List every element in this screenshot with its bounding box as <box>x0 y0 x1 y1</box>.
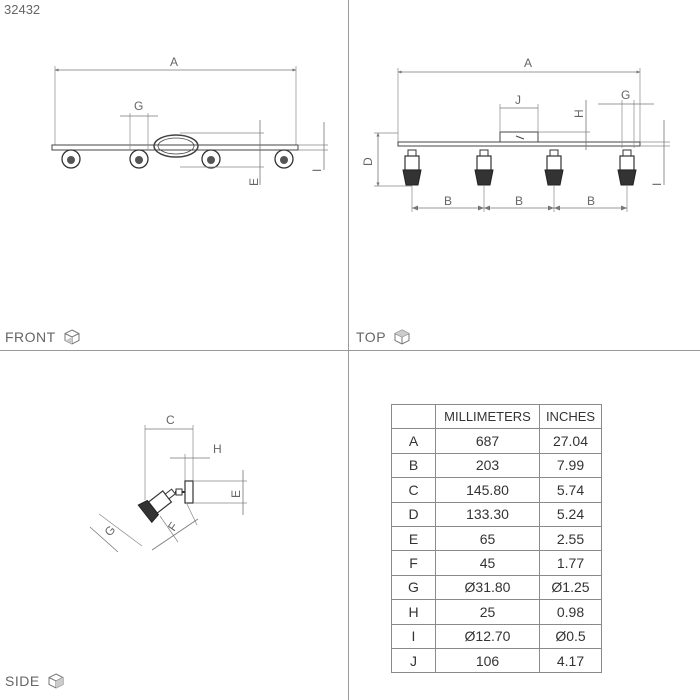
row-mm: 65 <box>435 525 540 552</box>
front-spot-4 <box>274 149 294 169</box>
row-mm: 203 <box>435 452 540 479</box>
row-letter: C <box>391 477 436 503</box>
row-mm: 687 <box>435 428 540 454</box>
row-in: 5.74 <box>539 477 602 503</box>
table-header-inches: INCHES <box>539 403 602 430</box>
row-mm: 25 <box>435 599 540 625</box>
top-spot-3 <box>544 149 564 186</box>
row-letter: I <box>391 623 436 649</box>
table-header-blank <box>391 403 436 430</box>
top-dim-d: D <box>361 157 375 166</box>
top-dim-j: J <box>515 93 521 107</box>
row-letter: F <box>391 550 436 576</box>
top-dim-b-1: B <box>444 194 452 208</box>
top-view-cube-icon <box>394 329 410 345</box>
side-view-cube-icon <box>48 673 64 689</box>
row-in: 0.98 <box>539 599 602 625</box>
row-letter: B <box>391 452 436 479</box>
top-spot-4 <box>617 149 637 186</box>
front-dim-g: G <box>134 99 143 113</box>
front-view-label: FRONT <box>5 329 80 345</box>
front-label-text: FRONT <box>5 329 56 345</box>
row-in: 1.77 <box>539 550 602 576</box>
table-header-millimeters: MILLIMETERS <box>435 403 540 430</box>
row-mm: 145.80 <box>435 477 540 503</box>
top-dim-a: A <box>524 56 532 70</box>
row-mm: 45 <box>435 550 540 576</box>
front-spot-3 <box>201 149 221 169</box>
side-spot <box>137 488 176 524</box>
front-spot-1 <box>61 149 81 169</box>
row-in: 4.17 <box>539 647 602 674</box>
row-in: 27.04 <box>539 428 602 454</box>
side-view-drawing <box>89 425 247 553</box>
front-spot-2 <box>129 149 149 169</box>
row-mm: 133.30 <box>435 501 540 527</box>
top-dim-h: H <box>572 109 586 118</box>
top-dim-b-2: B <box>515 194 523 208</box>
row-letter: G <box>391 574 436 601</box>
top-dim-i: I <box>650 183 664 186</box>
top-spot-2 <box>474 149 494 186</box>
table-header-row: MILLIMETERS INCHES <box>391 403 602 430</box>
row-in: 5.24 <box>539 501 602 527</box>
side-dim-g: G <box>102 523 119 539</box>
front-view-drawing <box>51 66 328 185</box>
front-dim-a: A <box>170 55 178 69</box>
row-letter: J <box>391 647 436 674</box>
top-spot-1 <box>402 149 422 186</box>
row-in: 2.55 <box>539 525 602 552</box>
side-dim-f: F <box>165 520 181 534</box>
row-mm: Ø31.80 <box>435 574 540 601</box>
side-dim-c: C <box>166 413 175 427</box>
front-dim-e: E <box>247 178 261 186</box>
row-in: 7.99 <box>539 452 602 479</box>
row-in: Ø0.5 <box>539 623 602 649</box>
side-view-label: SIDE <box>5 673 64 689</box>
row-mm: 106 <box>435 647 540 674</box>
row-letter: A <box>391 428 436 454</box>
side-label-text: SIDE <box>5 673 40 689</box>
top-view-drawing <box>374 68 670 212</box>
front-dim-i: I <box>310 169 324 172</box>
front-view-cube-icon <box>64 329 80 345</box>
product-code: 32432 <box>4 2 41 17</box>
side-dim-e: E <box>229 490 243 498</box>
top-dim-g: G <box>621 88 630 102</box>
row-mm: Ø12.70 <box>435 623 540 649</box>
top-label-text: TOP <box>356 329 387 345</box>
top-dim-b-3: B <box>587 194 595 208</box>
side-dim-h: H <box>213 442 222 456</box>
row-letter: E <box>391 525 436 552</box>
row-in: Ø1.25 <box>539 574 602 601</box>
horizontal-divider <box>0 350 700 351</box>
top-view-label: TOP <box>356 329 410 345</box>
row-letter: D <box>391 501 436 527</box>
row-letter: H <box>391 599 436 625</box>
